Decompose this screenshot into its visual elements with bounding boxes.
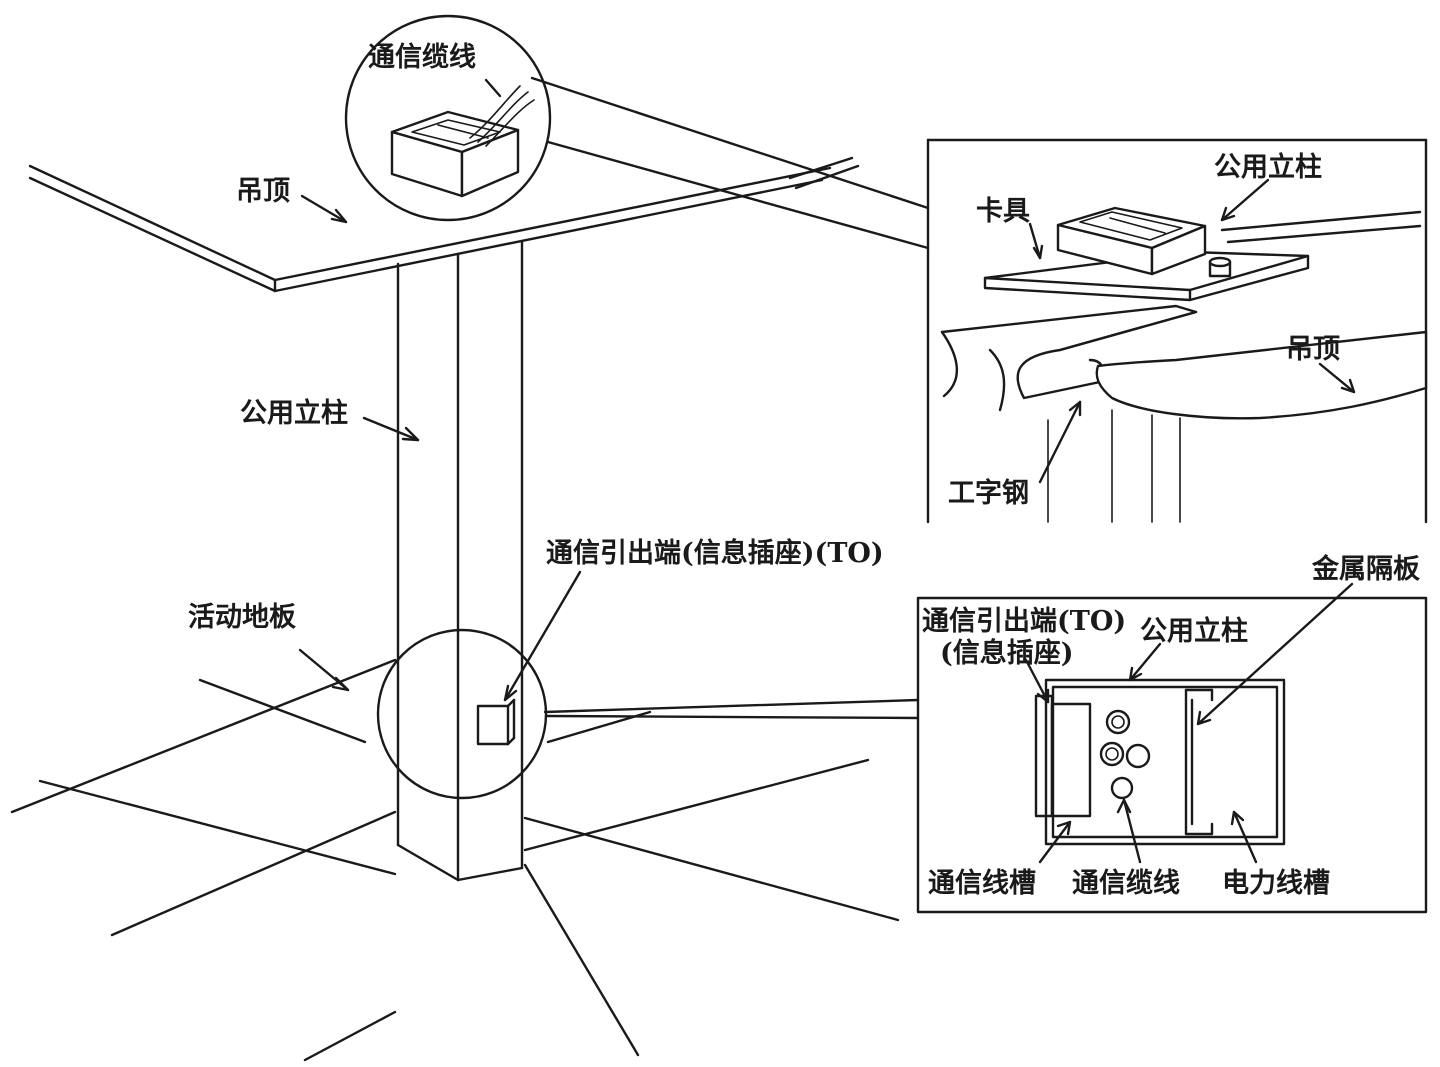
label-metal-partition: 金属隔板 <box>1311 553 1420 585</box>
column-outer-wall <box>1044 678 1286 846</box>
label-common-column: 公用立柱 <box>240 397 348 429</box>
comm-trough-box <box>1050 702 1092 818</box>
label-column-top-inset: 公用立柱 <box>1214 151 1322 183</box>
raised-floor-grid <box>10 658 900 1062</box>
label-comm-cable: 通信缆线 <box>1072 868 1180 899</box>
top-detail-circle <box>344 14 930 250</box>
column-outlet-box <box>476 704 510 746</box>
label-raised-floor: 活动地板 <box>188 602 296 633</box>
label-i-beam: 工字钢 <box>948 477 1029 509</box>
common-column <box>396 240 524 882</box>
label-column-inset: 公用立柱 <box>1140 615 1248 647</box>
column-inner-wall <box>1051 685 1279 839</box>
label-clamp: 卡具 <box>976 196 1030 227</box>
trough-section-inset <box>916 596 1428 914</box>
pointer-lines <box>298 78 1356 864</box>
ceiling-mount-inset <box>926 138 1428 524</box>
label-outlet-inset-1: 通信引出端(TO) <box>922 606 1126 637</box>
ceiling-slab <box>28 156 860 293</box>
label-ceiling-inset: 吊顶 <box>1286 334 1340 365</box>
label-comm-trough: 通信线槽 <box>928 868 1036 899</box>
label-outlet-main: 通信引出端(信息插座)(TO) <box>546 537 884 569</box>
label-ceiling: 吊顶 <box>236 176 290 207</box>
label-cable-top: 通信缆线 <box>368 42 476 73</box>
outlet-detail-circle <box>376 628 920 800</box>
labels: 通信缆线 吊顶 公用立柱 活动地板 通信引出端(信息插座)(TO) 公用立柱 卡… <box>188 42 1420 899</box>
label-outlet-inset-2: (信息插座) <box>940 637 1074 669</box>
label-power-trough: 电力线槽 <box>1222 868 1330 899</box>
